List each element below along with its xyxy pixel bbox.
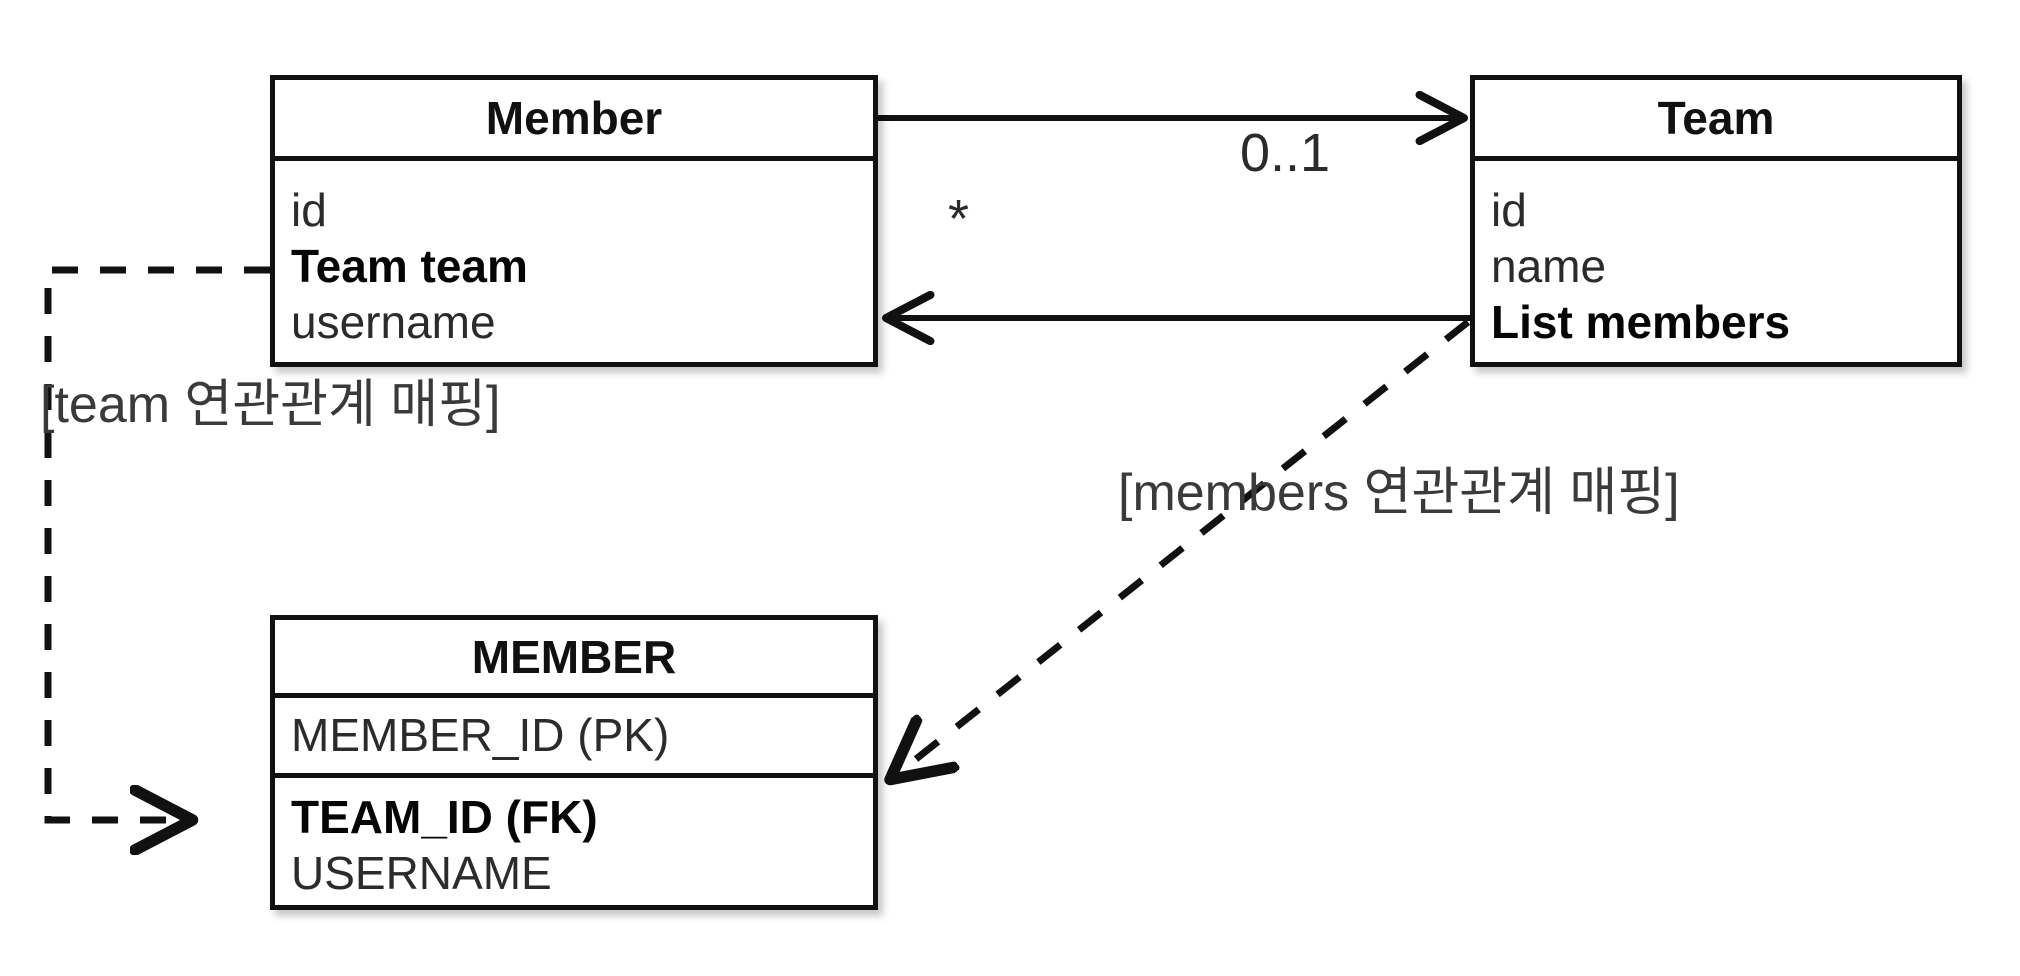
multiplicity-label-to-team: 0..1 — [1240, 123, 1331, 183]
table-box-member[interactable]: MEMBER MEMBER_ID (PK) TEAM_ID (FK) USERN… — [270, 615, 878, 910]
mapping-label-members: [members 연관관계 매핑] — [1118, 464, 1680, 522]
attribute-section-team: id name List members — [1475, 156, 1957, 367]
attribute-row: id — [291, 183, 327, 236]
mapping-members-dashed-arrow — [892, 319, 1471, 778]
column-row: TEAM_ID (FK) — [291, 790, 598, 843]
class-box-team[interactable]: Team id name List members — [1470, 75, 1962, 367]
attribute-row: List members — [1491, 296, 1791, 349]
attribute-section-member: id Team team username — [275, 156, 873, 367]
class-name-member: Member — [485, 92, 663, 144]
column-section-primary-key: MEMBER_ID (PK) — [275, 693, 873, 773]
attribute-row: name — [1491, 239, 1607, 292]
multiplicity-label-to-member: * — [948, 189, 970, 249]
column-row: USERNAME — [291, 847, 552, 899]
class-name-team: Team — [1657, 92, 1775, 144]
class-box-member[interactable]: Member id Team team username — [270, 75, 878, 367]
attribute-row: id — [1491, 183, 1527, 236]
column-section-columns: TEAM_ID (FK) USERNAME — [275, 773, 873, 910]
table-name-member: MEMBER — [471, 630, 677, 683]
attribute-row: username — [291, 296, 496, 349]
attribute-row: Team team — [291, 239, 528, 292]
mapping-team-dashed-arrow — [44, 266, 270, 820]
column-row: MEMBER_ID (PK) — [291, 709, 670, 762]
mapping-label-team: [team 연관관계 매핑] — [40, 376, 501, 434]
